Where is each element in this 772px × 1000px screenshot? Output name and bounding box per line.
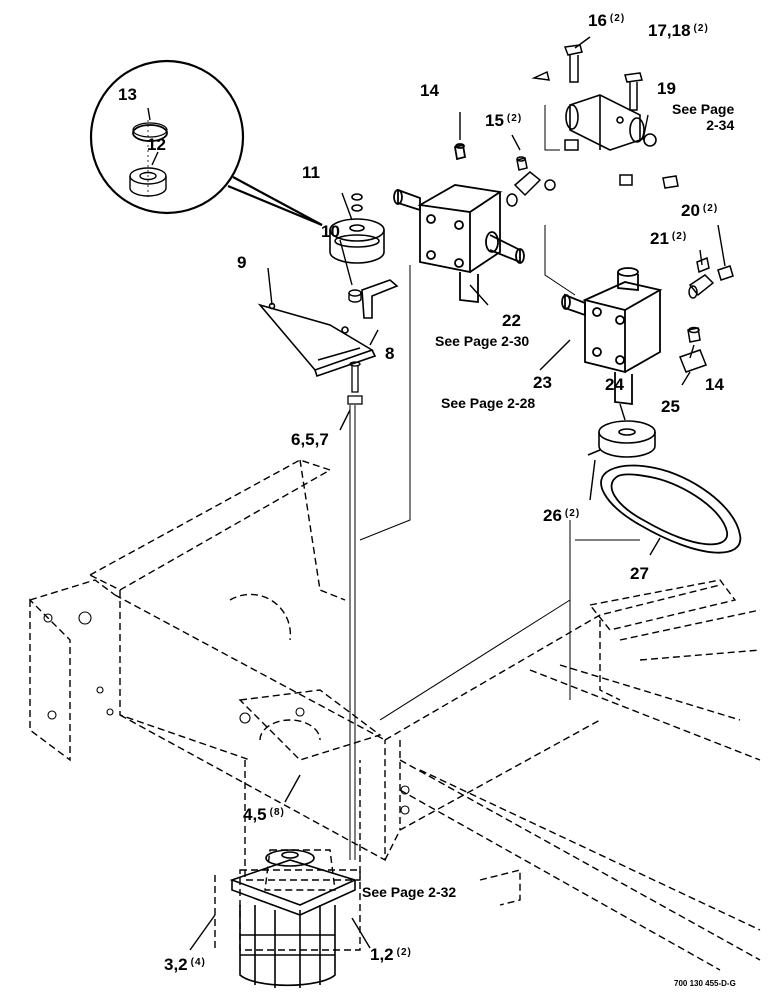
callout-17-18: 17,18(2): [648, 21, 709, 40]
hydraulic-motor: [229, 849, 358, 988]
drive-belt: [600, 464, 742, 554]
lower-pulley: [587, 420, 656, 458]
gearbox-22: [393, 143, 525, 304]
callout-10: 10: [321, 222, 340, 241]
reference-page-2-32: See Page 2-32: [362, 884, 457, 900]
callout-3: 3,2(4): [164, 955, 206, 974]
leader-lines: [349, 105, 640, 860]
bolt-17: [619, 72, 679, 189]
callout-4: 4,5(8): [243, 805, 285, 824]
callout-16: 16(2): [588, 11, 626, 30]
callout-6: 6,5,7: [291, 430, 329, 449]
callout-14-top: 14: [420, 81, 439, 100]
bolt-16: [531, 44, 583, 151]
callout-9: 9: [237, 253, 247, 272]
reference-page-2-34: See Page 2-34: [672, 101, 735, 134]
callout-1: 1,2(2): [370, 945, 412, 964]
callout-22: 22: [502, 311, 521, 330]
fitting-20-21: [688, 256, 734, 299]
callout-26: 26(2): [543, 506, 581, 525]
callout-21: 21(2): [650, 229, 688, 248]
idler-bracket-arm: [361, 279, 399, 319]
callout-25: 25: [661, 397, 680, 416]
spacer-bushing: [348, 289, 362, 303]
callout-12: 12: [147, 135, 166, 154]
callout-20: 20(2): [681, 201, 719, 220]
upper-pulley: [329, 193, 385, 264]
frame-assembly: [29, 459, 761, 971]
callout-23: 23: [533, 373, 552, 392]
fitting-15: [506, 156, 556, 207]
idler-bracket: [257, 302, 377, 378]
bolt-assembly-6: [347, 361, 363, 405]
universal-joint: [565, 94, 657, 151]
callout-27: 27: [630, 564, 649, 583]
callout-arrows: [147, 36, 726, 951]
callout-24: 24: [605, 375, 624, 394]
callout-11: 11: [302, 163, 320, 182]
reference-page-2-30: See Page 2-30: [435, 333, 530, 349]
reference-page-2-28: See Page 2-28: [441, 395, 536, 411]
callout-19: 19: [657, 79, 676, 98]
frame-holes: [43, 611, 410, 815]
fitting-14-25: [679, 326, 707, 373]
drawing-number: 700 130 455-D-G: [674, 979, 736, 988]
gearbox-23: [561, 267, 663, 406]
callout-14-right: 14: [705, 375, 724, 394]
detail-circle: [89, 59, 323, 227]
callout-13: 13: [118, 85, 137, 104]
callout-8: 8: [385, 344, 395, 363]
callout-15: 15(2): [485, 111, 523, 130]
